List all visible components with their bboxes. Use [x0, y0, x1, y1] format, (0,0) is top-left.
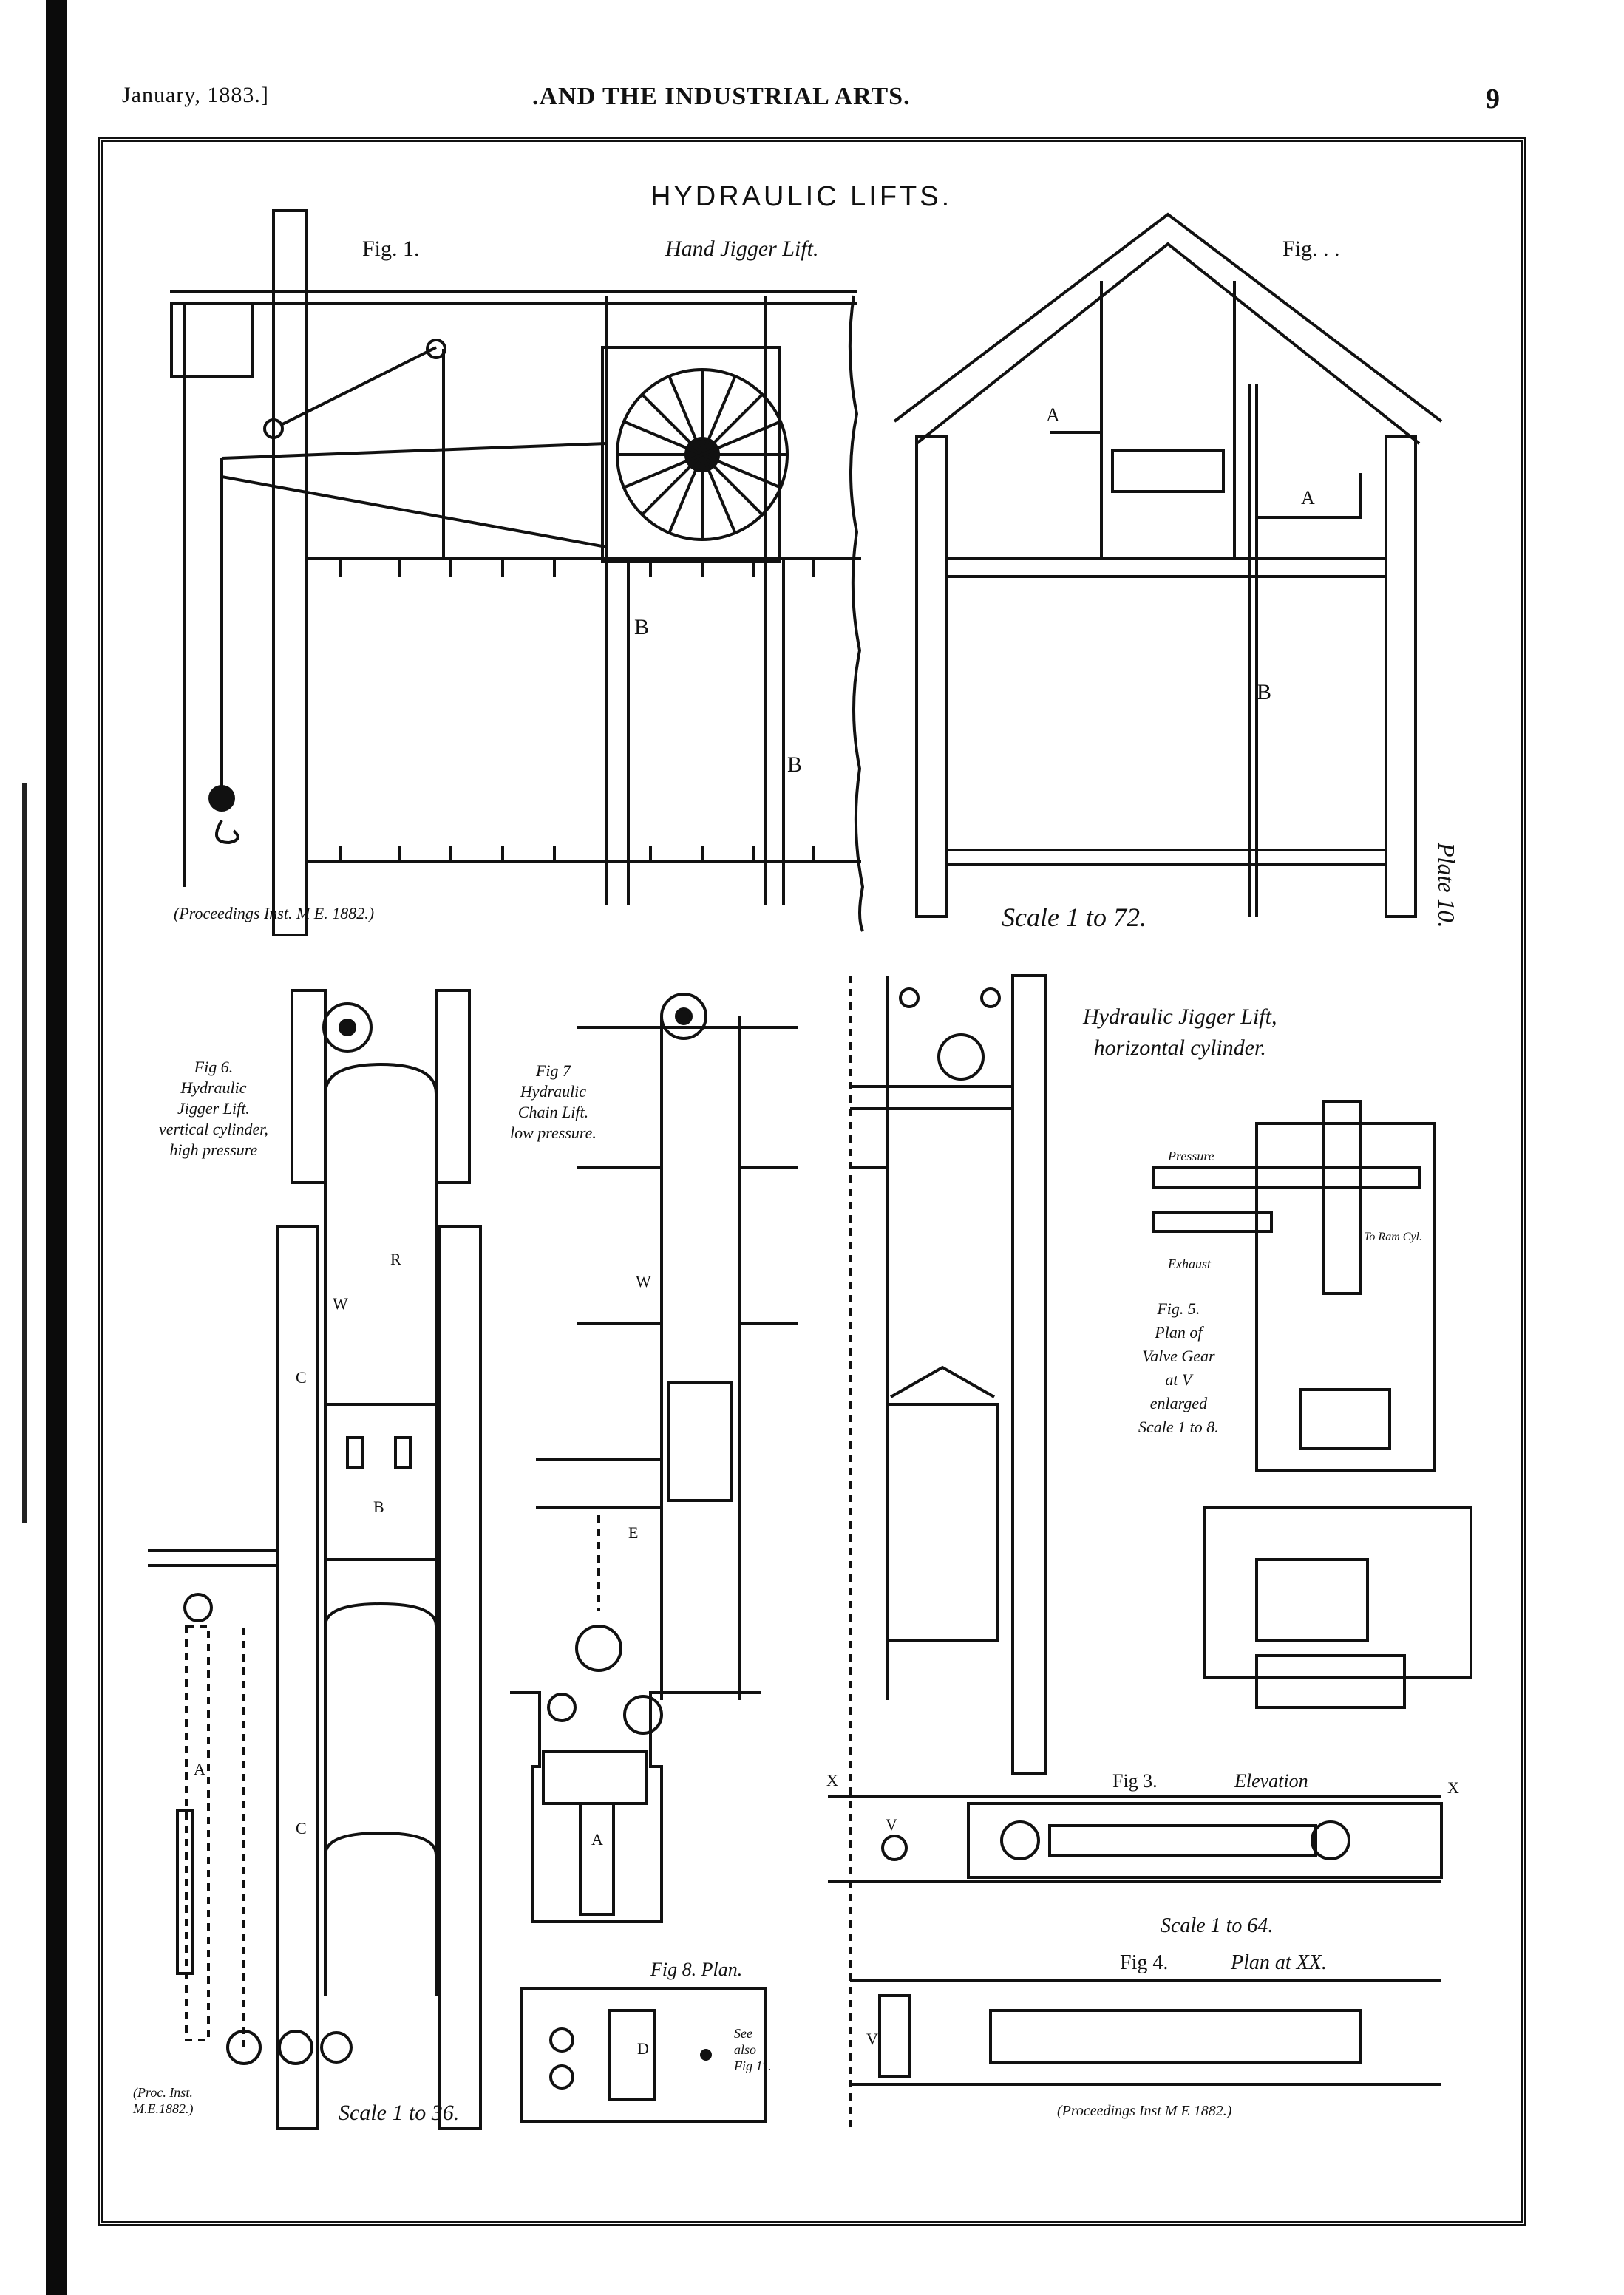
fig2-letter-a2: A: [1301, 487, 1315, 509]
fig6-letter-c1: C: [296, 1368, 307, 1387]
fig2-letter-a1: A: [1046, 404, 1060, 426]
plate-frame: [98, 137, 1526, 2226]
fig1-label: Fig. 1.: [362, 237, 420, 261]
fig8-note: See also Fig 11.: [734, 2026, 772, 2073]
fig6-letter-b: B: [373, 1497, 384, 1516]
fig3-fig4-drawing: [828, 974, 1472, 2129]
fig7-caption: Fig 7 Hydraulic Chain Lift. low pressure…: [510, 1061, 597, 1142]
fig4-letter-v: V: [866, 2030, 878, 2048]
fig7-drawing: [510, 993, 798, 2123]
fig2-label: Fig. . .: [1282, 237, 1340, 261]
header-title: .AND THE INDUSTRIAL ARTS.: [532, 83, 911, 110]
jigger-horizontal-caption: Hydraulic Jigger Lift, horizontal cylind…: [1083, 1004, 1277, 1060]
fig3-scale: Scale 1 to 64.: [1161, 1914, 1274, 1937]
fig3-letter-x2: X: [1447, 1778, 1459, 1797]
fig6-source: (Proc. Inst. M.E.1882.): [133, 2085, 194, 2116]
fig6-letter-r: R: [390, 1250, 401, 1268]
fig6-letter-c2: C: [296, 1819, 307, 1837]
fig2-letter-b: B: [1257, 680, 1272, 704]
fig5-label-exhaust: Exhaust: [1168, 1257, 1211, 1271]
plate-title: HYDRAULIC LIFTS.: [650, 181, 953, 212]
fig6-letter-w: W: [333, 1294, 348, 1313]
page-number: 9: [1486, 84, 1501, 115]
fig2-drawing: [893, 212, 1443, 918]
fig1-drawing: [170, 209, 865, 936]
fig6-drawing: [148, 989, 482, 2130]
fig4-source: (Proceedings Inst M E 1882.): [1057, 2103, 1232, 2119]
fig2-scale: Scale 1 to 72.: [1002, 902, 1146, 932]
fig4-caption: Plan at XX.: [1231, 1951, 1327, 1974]
fig7-letter-w: W: [636, 1272, 651, 1291]
fig1-letter-b2: B: [787, 752, 803, 777]
fig1-source: (Proceedings Inst. M E. 1882.): [174, 904, 375, 922]
fig7-letter-e: E: [628, 1523, 639, 1542]
fig6-letter-a: A: [194, 1760, 205, 1778]
fig5-caption: Fig. 5. Plan of Valve Gear at V enlarged…: [1138, 1299, 1219, 1436]
fig6-caption: Fig 6. Hydraulic Jigger Lift. vertical c…: [159, 1058, 268, 1159]
fig8-caption: Fig 8. Plan.: [650, 1959, 743, 1980]
binding-edge: [46, 0, 67, 2295]
fig3-caption: Elevation: [1234, 1770, 1308, 1792]
fig1-letter-b1: B: [634, 615, 650, 639]
header-date: January, 1883.]: [122, 83, 269, 107]
page-edge-shadow: [0, 783, 27, 1523]
fig3-letter-x1: X: [826, 1771, 838, 1789]
fig8-letter-d: D: [637, 2039, 649, 2058]
fig1-caption: Hand Jigger Lift.: [665, 237, 819, 261]
fig3-label: Fig 3.: [1112, 1770, 1158, 1792]
fig7-letter-a: A: [591, 1830, 603, 1849]
fig7-scale: Scale 1 to 36.: [339, 2101, 460, 2125]
fig4-label: Fig 4.: [1120, 1951, 1169, 1974]
fig5-label-ram: To Ram Cyl.: [1364, 1231, 1422, 1243]
fig5-label-pressure: Pressure: [1168, 1149, 1214, 1163]
fig3-letter-v: V: [886, 1815, 897, 1834]
plate-number: Plate 10.: [1433, 843, 1460, 928]
